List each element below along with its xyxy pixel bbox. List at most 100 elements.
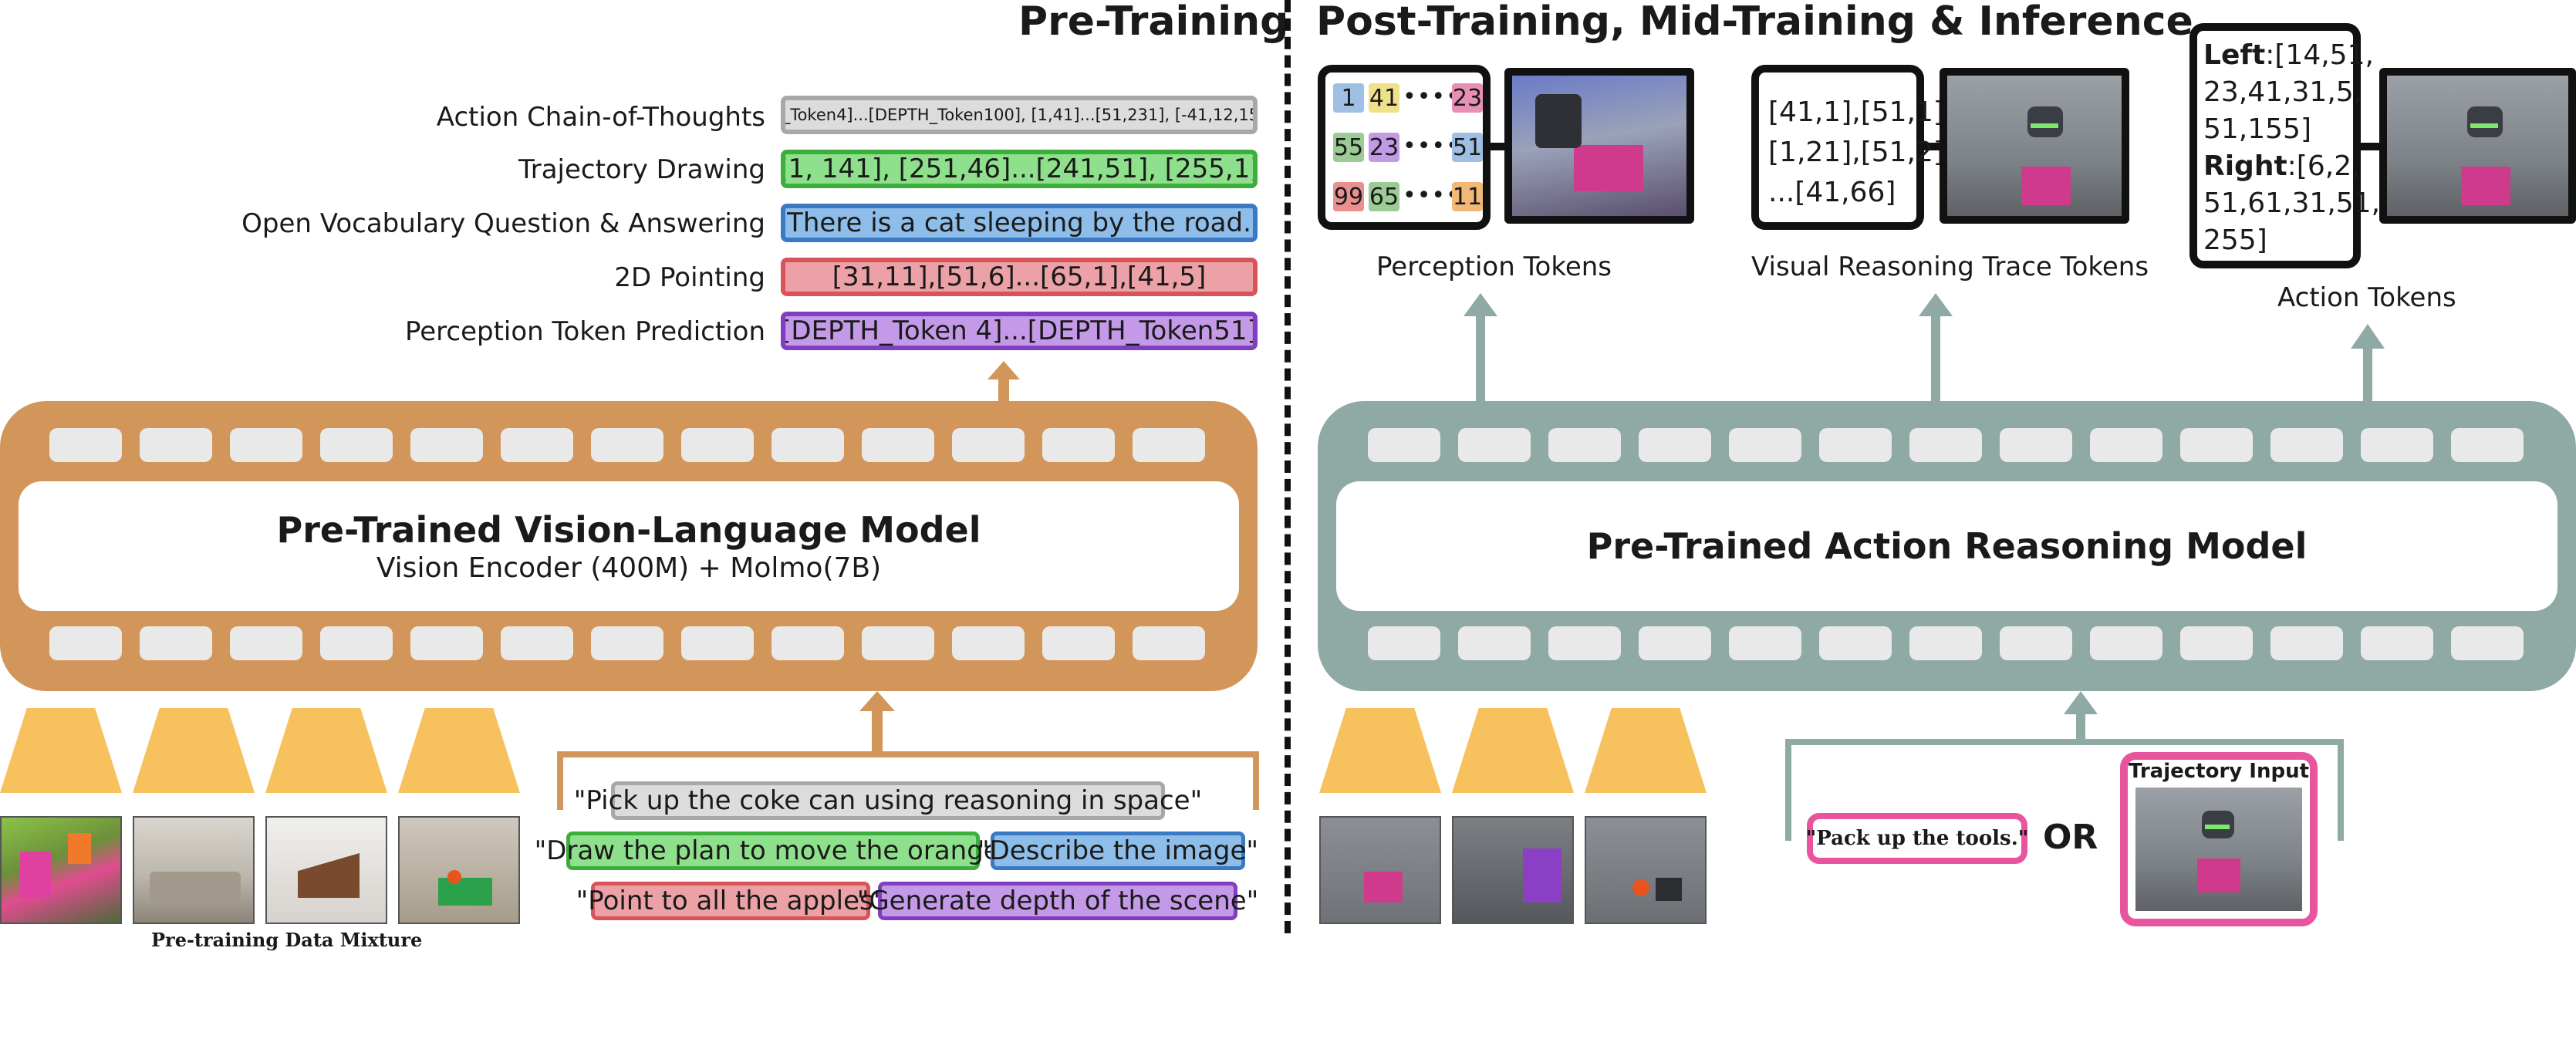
instruction-input: "Pack up the tools." [1806,813,2028,864]
pretrain-image-detail [150,872,241,902]
perception-chip: 55 [1333,133,1364,162]
arrow-up-icon [859,691,895,754]
vlm-subtitle: Vision Encoder (400M) + Molmo(7B) [376,552,882,584]
pretrain-image-desk [398,816,520,924]
prompt-point: "Point to all the apples" [576,882,885,920]
robot-image-detail [2021,167,2071,205]
token-slot [1133,626,1205,660]
pretrain-image-cake [265,816,387,924]
pretrain-image-livingroom [133,816,255,924]
token-slot [2361,626,2433,660]
perception-dots: •••• [1403,182,1460,209]
perception-robot-image [1504,68,1694,224]
pre-training-title: Pre-Training [1018,0,1289,45]
perception-dots: •••• [1403,133,1460,160]
arrow-up-icon [1464,293,1497,403]
token-slot [1458,626,1531,660]
action-reasoning-model: Pre-Trained Action Reasoning Model [1318,401,2576,691]
token-slot [501,428,573,462]
robot-image-detail [2027,106,2063,137]
token-slot [591,428,663,462]
perception-chip: 11 [1452,182,1483,211]
perception-chip: 23 [1452,83,1483,113]
token-slot [1548,626,1621,660]
token-slot [1639,626,1711,660]
output-box-vqa: "There is a cat sleeping by the road." [781,204,1258,242]
post-training-title: Post-Training, Mid-Training & Inference [1316,0,2193,45]
token-slot [49,428,122,462]
token-slot [681,428,754,462]
token-slot [320,428,393,462]
output-label-trajectory: Trajectory Drawing [518,154,765,185]
action-right-label: Right [2203,150,2287,182]
pretraining-data-label: Pre-training Data Mixture [151,929,423,951]
pretrain-image-detail [447,870,461,884]
bracket-inference-inputs [1785,739,2344,841]
pretrain-image-detail [20,852,51,898]
output-label-cot: Action Chain-of-Thoughts [436,102,765,133]
token-slot [1639,428,1711,462]
token-slot [501,626,573,660]
token-slot [320,626,393,660]
output-box-pointing: [31,11],[51,6]...[65,1],[41,5] [781,258,1258,296]
action-left-label: Left [2203,39,2266,71]
robot-image-detail [1656,878,1682,901]
output-box-trajectory: [1, 141], [251,46]...[241,51], [255,1] [781,150,1258,188]
pretrain-image-robot [0,816,122,924]
token-slot [230,428,302,462]
token-slot [140,626,212,660]
bracket-pretrain-prompts [557,751,1259,810]
token-slot [410,626,483,660]
perception-caption: Perception Tokens [1376,251,1612,282]
token-slot [1368,626,1440,660]
token-slot [862,626,934,660]
token-slot [591,626,663,660]
token-slot [771,626,844,660]
robot-image-detail [1535,94,1582,148]
robot-image-detail [2467,106,2503,137]
trace-robot-image [1940,68,2129,224]
output-box-perception: [DEPTH_Token 4]...[DEPTH_Token51] [781,312,1258,350]
token-slot [2180,428,2253,462]
token-slot [1729,626,1801,660]
perception-token-panel: 1 41 •••• 23 55 23 •••• 51 99 65 •••• 11 [1318,65,1491,230]
action-robot-image [2379,68,2576,224]
or-label: OR [2043,818,2098,857]
prompt-depth: "Generate depth of the scene" [857,882,1258,920]
prompt-draw-plan: "Draw the plan to move the orange" [535,832,1011,870]
perception-chip: 41 [1369,83,1399,113]
robot-image-detail [1574,145,1643,191]
action-right-value: :[6,2, [2287,150,2361,182]
section-divider [1285,0,1291,933]
pretrain-image-detail [298,853,360,898]
token-slot [2180,626,2253,660]
action-right-line: 255] [2203,224,2267,256]
token-slot [952,626,1025,660]
trace-line: [1,21],[51,2] [1768,137,1944,168]
action-token-panel: Left:[14,51, 23,41,31,5, 51,155] Right:[… [2189,23,2380,268]
robot-image-detail [2031,123,2058,128]
token-slot [1819,626,1892,660]
vision-language-model: Pre-Trained Vision-Language Model Vision… [0,401,1258,691]
output-label-perception: Perception Token Prediction [404,316,765,347]
token-slot [952,428,1025,462]
token-slot [2451,428,2524,462]
token-slot [140,428,212,462]
arm-title: Pre-Trained Action Reasoning Model [1586,525,2308,567]
posttrain-image-table [1585,816,1707,924]
robot-image-detail [2470,123,2498,128]
pretrain-image-detail [68,833,91,864]
prompt-describe: "Describe the image" [977,832,1258,870]
action-left-value: :[14,51, [2265,39,2374,71]
action-left-line: 51,155] [2203,113,2312,145]
perception-chip: 99 [1333,182,1364,211]
trace-line: ...[41,66] [1768,177,1896,208]
token-slot [862,428,934,462]
trajectory-input-panel: Trajectory Input [2120,752,2318,926]
output-label-pointing: 2D Pointing [614,262,765,293]
robot-image-detail [2205,825,2230,829]
perception-dots: •••• [1403,83,1460,110]
robot-image-detail [1632,879,1649,896]
token-slot [2090,626,2162,660]
